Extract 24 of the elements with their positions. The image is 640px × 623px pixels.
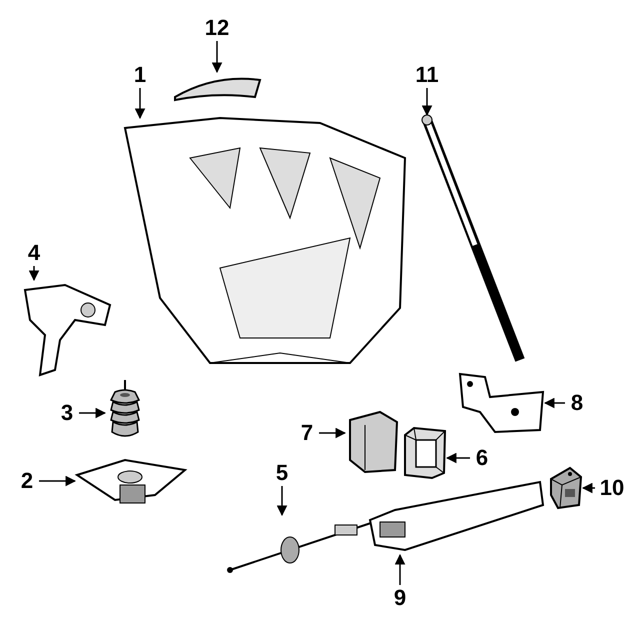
- leader-arrow: [276, 486, 288, 516]
- callout-number: 2: [15, 468, 39, 494]
- callout-number: 1: [128, 62, 152, 88]
- leader-arrow: [28, 266, 40, 282]
- callout-number: 7: [295, 420, 319, 446]
- callout-number: 10: [595, 475, 629, 501]
- leader-arrow: [422, 88, 432, 116]
- callout-number: 11: [410, 62, 444, 88]
- leader-arrow: [544, 398, 565, 408]
- callout-number: 6: [470, 445, 494, 471]
- leader-arrow: [79, 408, 106, 418]
- leader-arrow: [212, 41, 222, 74]
- callout-number: 4: [22, 240, 46, 266]
- callout-number: 8: [565, 390, 589, 416]
- callout-number: 5: [270, 460, 294, 486]
- callout-number: 3: [55, 400, 79, 426]
- leader-arrow: [394, 554, 406, 585]
- callout-number: 12: [200, 15, 234, 41]
- leader-arrow: [134, 88, 146, 120]
- leader-arrow: [39, 476, 76, 486]
- leader-arrow: [319, 428, 346, 438]
- leader-arrow: [582, 482, 595, 494]
- leader-arrow: [446, 452, 470, 464]
- callout-number: 9: [388, 585, 412, 611]
